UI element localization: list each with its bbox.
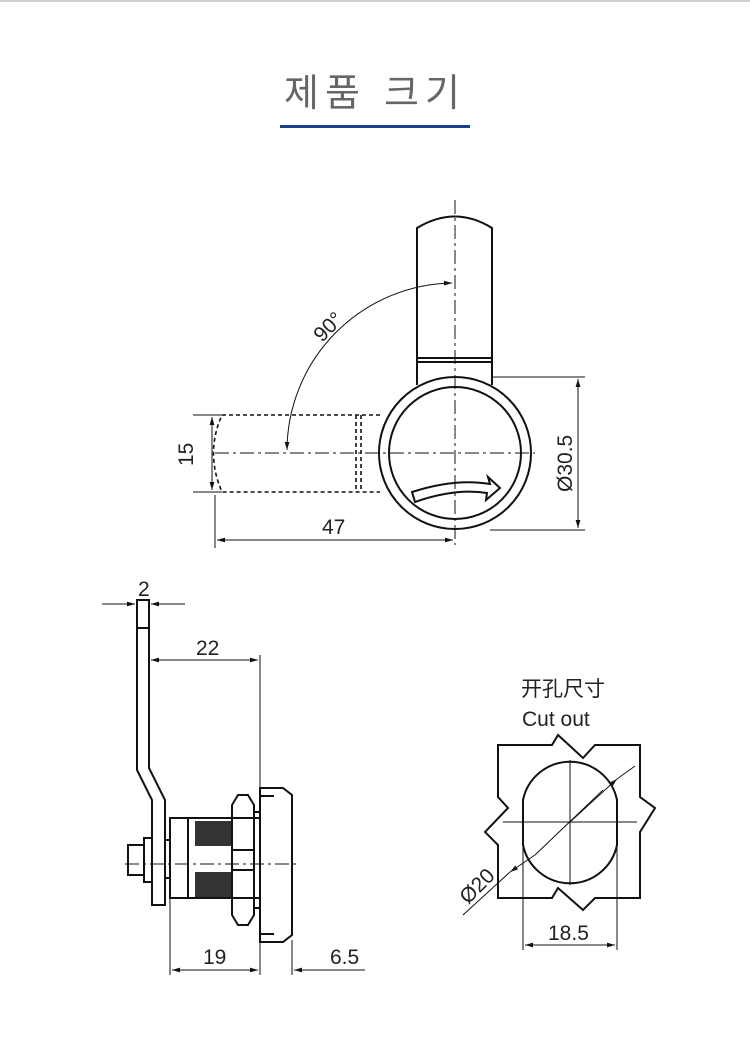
diameter-dim-label: Ø30.5 [554,435,577,492]
page-title: 제품 크기 [284,71,466,115]
rotation-arrow-icon [410,473,502,504]
length-dim-label: 47 [322,516,345,539]
cam-lever [136,599,166,906]
cutout-title-cn: 开孔尺寸 [521,678,605,701]
angle-label: 90° [309,308,348,347]
cutout-view: 开孔尺寸 Cut out Ø20 18.5 [455,678,657,950]
head-dim-label: 6.5 [330,946,359,969]
thickness-dim-label: 2 [138,578,150,601]
body-dim-label: 19 [203,946,226,969]
cutout-flat-label: 18.5 [548,922,589,945]
angle-arc [284,280,453,451]
side-view: 2 22 19 6.5 [102,578,365,975]
cam-vertical [416,215,493,385]
cutout-diameter-label: Ø20 [455,864,499,908]
top-view: 90° 15 47 Ø30.5 [175,200,585,548]
offset-dim-label: 22 [196,637,219,660]
title-underline [280,125,470,128]
top-divider [0,0,750,2]
cutout-title-en: Cut out [522,708,590,731]
lock-head [259,787,293,943]
hex-nut [231,794,255,926]
width-dim-label: 15 [175,443,198,466]
